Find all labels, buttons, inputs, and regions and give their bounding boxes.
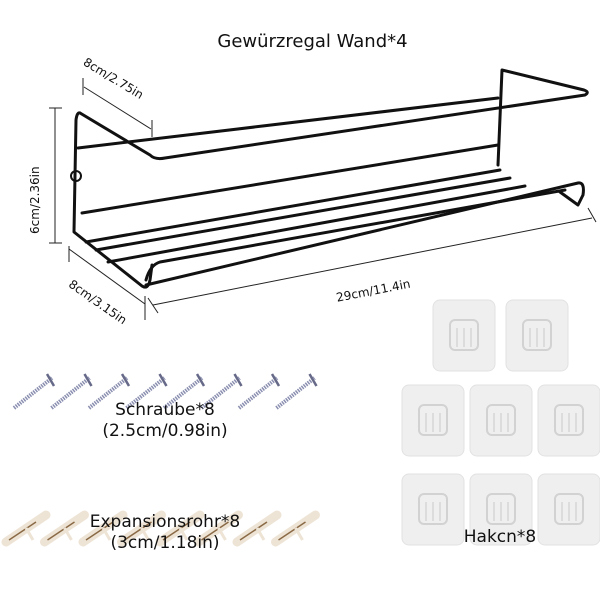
wall-anchor-icon — [232, 510, 282, 547]
wall-anchor-icon — [1, 510, 51, 547]
screw-icon — [12, 373, 56, 410]
adhesive-hook-icon — [537, 384, 600, 457]
screws-name: Schraube*8 — [115, 400, 215, 420]
title: Gewürzregal Wand*4 — [217, 31, 408, 52]
screws-size: (2.5cm/0.98in) — [102, 421, 228, 441]
adhesive-hook-icon — [432, 299, 496, 372]
wall-anchor-icon — [271, 510, 320, 547]
adhesive-hook-icon — [401, 473, 465, 546]
adhesive-hook-icon — [469, 473, 533, 546]
wall-anchor-icon — [155, 510, 205, 547]
screws-label: Schraube*8 (2.5cm/0.98in) — [60, 400, 270, 442]
screw-icon — [237, 373, 281, 410]
screw-icon — [275, 373, 318, 410]
dim-height: 6cm/2.36in — [28, 166, 42, 234]
screw-icon — [200, 373, 243, 410]
screws-group — [12, 373, 318, 410]
hooks-label: Hakcn*8 — [463, 527, 537, 547]
adhesive-hook-icon — [401, 384, 465, 457]
screw-icon — [87, 373, 131, 410]
wall-anchor-icon — [194, 510, 243, 547]
anchors-name: Expansionsrohr*8 — [89, 512, 241, 532]
wall-anchor-icon — [40, 510, 89, 547]
adhesive-hook-icon — [505, 299, 569, 372]
wall-anchor-icon — [78, 510, 128, 547]
anchors-group — [1, 510, 320, 547]
adhesive-hook-icon — [537, 473, 600, 546]
screw-icon — [162, 373, 206, 410]
adhesive-hook-icon — [469, 384, 533, 457]
screw-icon — [125, 373, 168, 410]
screw-icon — [50, 373, 93, 410]
hooks-group — [401, 299, 600, 546]
dimension-lines — [49, 78, 597, 320]
wall-anchor-icon — [117, 510, 166, 547]
anchors-label: Expansionsrohr*8 (3cm/1.18in) — [50, 512, 280, 554]
spice-rack — [70, 68, 589, 289]
anchors-size: (3cm/1.18in) — [110, 533, 220, 553]
